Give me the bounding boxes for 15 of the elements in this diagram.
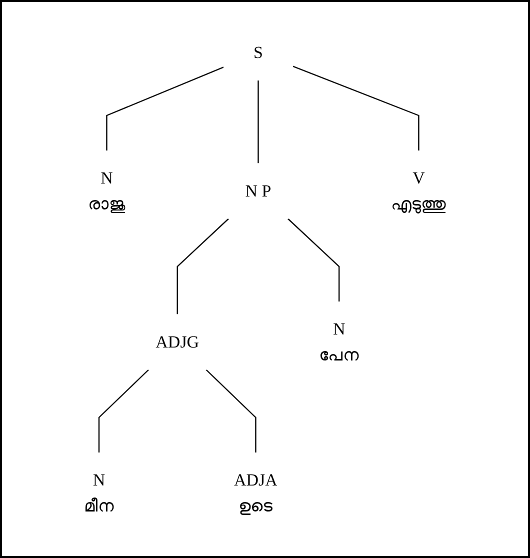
node-text: N മീന xyxy=(84,470,114,515)
connector xyxy=(292,66,420,150)
node-text: ADJG xyxy=(156,332,199,351)
node-text: N പേന xyxy=(318,319,359,364)
connector xyxy=(106,66,224,150)
connector xyxy=(258,80,259,163)
node-text: N P xyxy=(245,181,272,200)
connector xyxy=(206,369,256,452)
node-text: N രാജു xyxy=(88,168,126,213)
connector xyxy=(176,218,229,314)
node-text: V എടുത്തു xyxy=(391,168,446,213)
node-text: S xyxy=(253,42,263,62)
connector xyxy=(287,218,340,302)
node-text: ADJA ഉടെ xyxy=(234,470,278,515)
connector xyxy=(98,369,149,452)
